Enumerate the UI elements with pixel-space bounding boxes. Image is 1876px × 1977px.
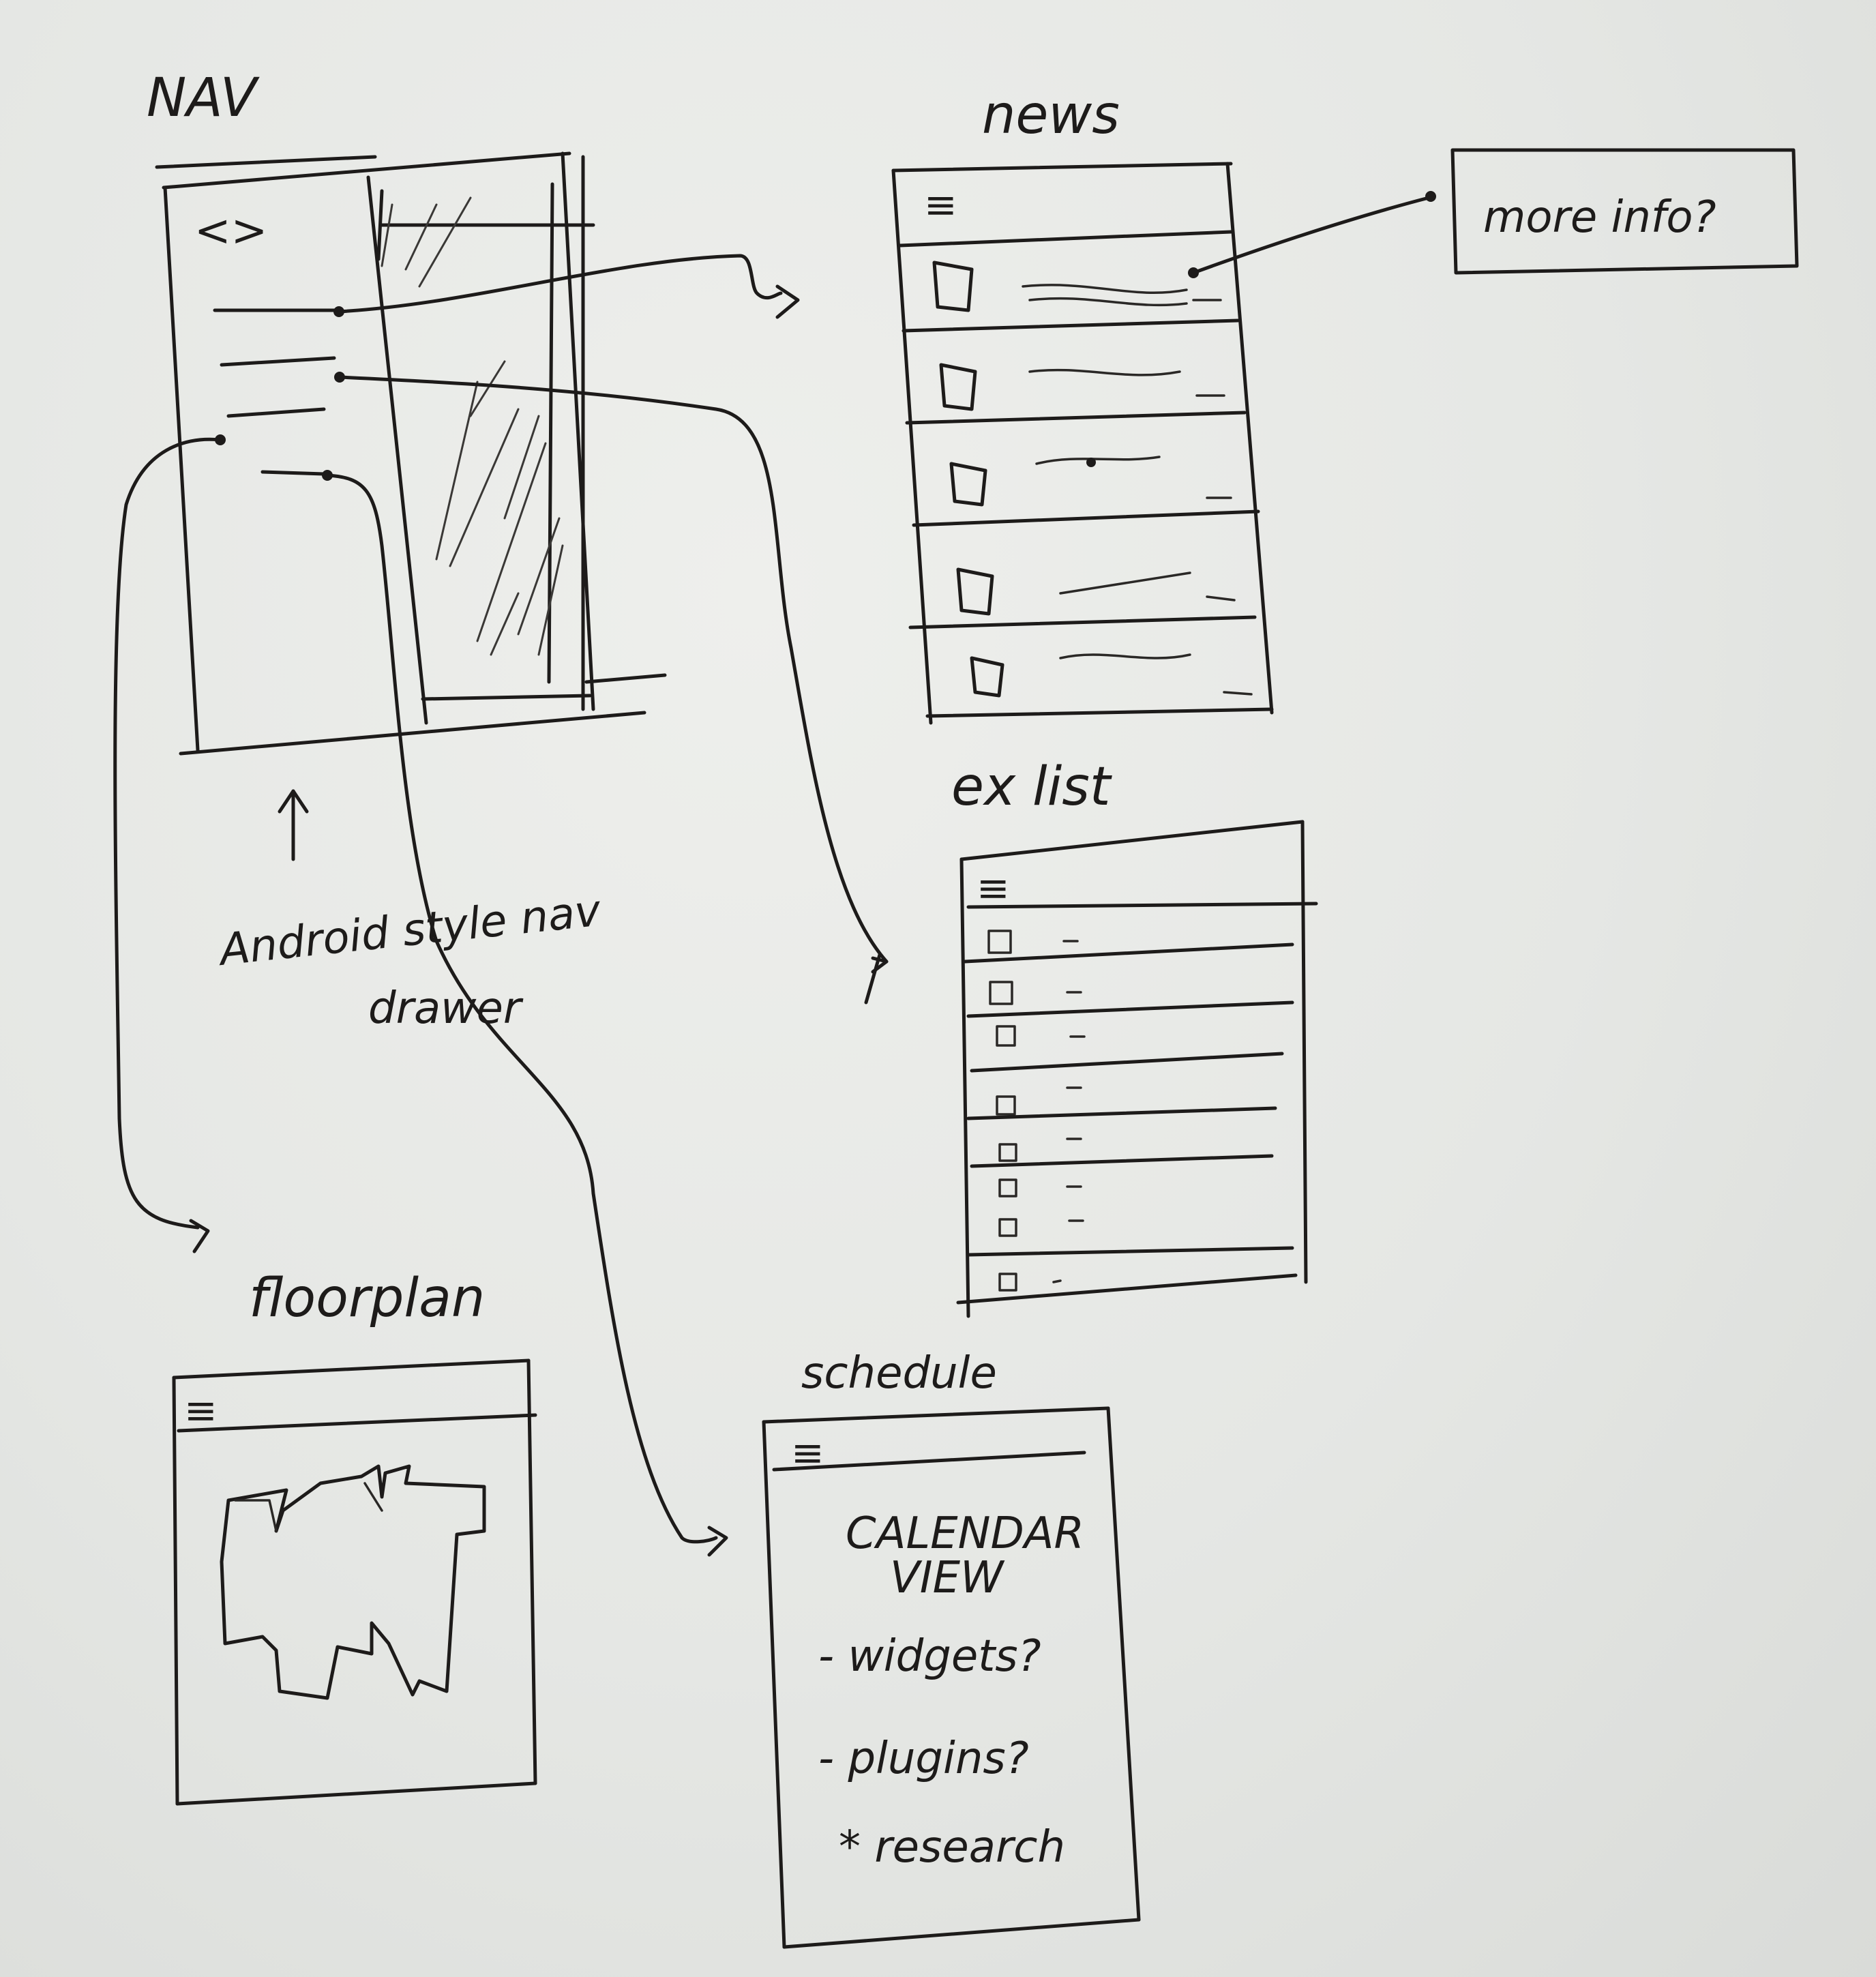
- floorplan-hamburger-icon[interactable]: ≡: [184, 1387, 218, 1433]
- list-item[interactable]: [989, 981, 1082, 1005]
- more-info-label: more info?: [1483, 192, 1716, 243]
- connector-nav-to-news: [337, 254, 800, 319]
- ex-list-title: ex list: [951, 756, 1112, 818]
- schedule-note-research: * research: [839, 1822, 1065, 1873]
- nav-back-glyph: <>: [194, 206, 267, 256]
- list-item[interactable]: [956, 567, 1236, 616]
- news-list: [902, 261, 1260, 698]
- list-item[interactable]: [949, 456, 1232, 507]
- list-item[interactable]: [970, 653, 1253, 698]
- more-info-box[interactable]: more info?: [1450, 148, 1799, 275]
- list-item[interactable]: [996, 1086, 1082, 1116]
- ex-list-hamburger-icon[interactable]: ≡: [977, 865, 1010, 911]
- ex-list-rows: [963, 930, 1294, 1292]
- list-item[interactable]: [932, 261, 1222, 312]
- nav-item-ex-list[interactable]: [220, 356, 336, 367]
- schedule-calendar-label: CALENDAR: [846, 1508, 1084, 1559]
- nav-caption-arrow: [278, 789, 309, 861]
- nav-caption-line2: drawer: [368, 983, 524, 1034]
- connector-nav-to-schedule: [325, 473, 728, 1557]
- news-phone-frame: [891, 162, 1274, 725]
- connector-nav-to-ex-list: [338, 375, 889, 1005]
- nav-menu-items: [213, 306, 345, 481]
- list-item[interactable]: [998, 1273, 1062, 1292]
- schedule-hamburger-icon[interactable]: ≡: [791, 1429, 824, 1476]
- floorplan-title: floorplan: [249, 1268, 485, 1329]
- connector-nav-to-floorplan: [113, 437, 222, 1253]
- nav-drawer-panel: [366, 175, 595, 725]
- ex-list-phone-frame: [956, 820, 1318, 1318]
- nav-item-schedule[interactable]: [260, 470, 326, 476]
- list-item[interactable]: [998, 1138, 1082, 1162]
- news-hamburger-icon[interactable]: ≡: [924, 181, 957, 228]
- nav-title: NAV: [147, 68, 260, 129]
- schedule-bullet-widgets: - widgets?: [818, 1631, 1041, 1682]
- news-title: news: [982, 85, 1120, 146]
- schedule-phone-frame: [762, 1406, 1141, 1949]
- list-item[interactable]: [996, 1025, 1086, 1047]
- nav-phone-frame: [155, 151, 667, 756]
- schedule-title: schedule: [801, 1348, 997, 1399]
- nav-item-floorplan[interactable]: [226, 407, 326, 418]
- news-callout-connector: [1188, 191, 1436, 278]
- list-item[interactable]: [939, 363, 1225, 411]
- list-item[interactable]: [987, 930, 1079, 954]
- list-item[interactable]: [998, 1218, 1084, 1237]
- floorplan-map: [220, 1464, 486, 1700]
- list-item[interactable]: [998, 1178, 1082, 1198]
- nav-caption-line1: Android style nav: [215, 886, 604, 977]
- floorplan-phone-frame: [172, 1358, 537, 1806]
- schedule-bullet-plugins: - plugins?: [818, 1734, 1029, 1784]
- schedule-view-label: VIEW: [890, 1553, 1005, 1603]
